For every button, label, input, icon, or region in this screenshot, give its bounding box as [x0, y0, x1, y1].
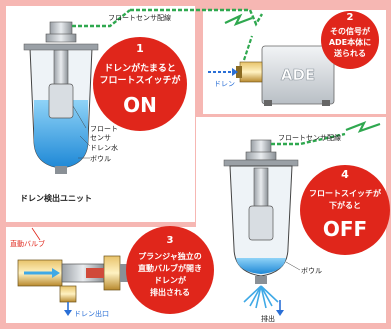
- step-3-line-3: ドレンが: [154, 275, 187, 285]
- step-3-line-2: 直動バルブが開き: [138, 263, 202, 273]
- step-3-badge: [126, 226, 214, 314]
- label-float-sensor-wiring-right: フロートセンサ配線: [278, 133, 341, 142]
- drain-outlet-arrow: [64, 310, 72, 316]
- label-discharge: 排出: [261, 314, 275, 323]
- step-4-badge: [300, 165, 390, 255]
- step-3-number: 3: [167, 235, 174, 246]
- step-3-line-1: プランジャ独立の: [138, 251, 202, 261]
- step-3-line-4: 排出される: [150, 287, 190, 297]
- label-sensor: センサ: [90, 134, 111, 142]
- step-4-big-text: OFF: [323, 217, 367, 241]
- left-unit-illustration: [23, 21, 99, 174]
- discharge-arrow: [276, 310, 284, 316]
- valve-illustration: [17, 255, 130, 303]
- label-drain: ドレン: [214, 80, 235, 88]
- drain-inflow-arrow: [232, 68, 238, 76]
- label-bowl-right: ボウル: [301, 267, 322, 275]
- step-4-line-1: フロートスイッチが: [309, 188, 382, 198]
- step-1-big-text: ON: [123, 93, 157, 117]
- step-4-number: 4: [341, 168, 349, 181]
- leader-line-bowl-right: [285, 261, 301, 271]
- label-drain-outlet: ドレン出口: [74, 309, 109, 318]
- step-4-line-2: 下がると: [329, 200, 361, 210]
- ade-unit: [236, 45, 335, 106]
- label-bowl-left: ボウル: [90, 155, 111, 163]
- wire-ade-drop: [242, 35, 254, 61]
- wire-right: [271, 132, 346, 146]
- step-1-line-1: ドレンがたまると: [104, 62, 176, 74]
- step-2-number: 2: [347, 12, 354, 23]
- label-unit-name: ドレン検出ユニット: [20, 193, 92, 203]
- label-float: フロート: [90, 125, 118, 133]
- label-drain-water: ドレン水: [90, 143, 118, 152]
- wire-left: [72, 9, 131, 28]
- label-float-sensor-wiring-top: フロートセンサ配線: [108, 13, 171, 22]
- step-2-line-1: その信号が: [330, 26, 371, 36]
- step-1-badge: [93, 37, 187, 131]
- leader-line-valve: [31, 227, 41, 241]
- wire-to-ade: [130, 8, 264, 27]
- step-2-badge: [321, 11, 379, 69]
- signal-bolt-top: [224, 13, 253, 27]
- label-solenoid-valve: 直動バルブ: [10, 239, 45, 248]
- label-ade: ADE: [281, 66, 315, 84]
- leader-lines-left: [72, 105, 91, 159]
- step-2-line-3: 送られる: [333, 48, 366, 58]
- right-unit-illustration: [223, 139, 299, 309]
- step-1-line-2: フロートスイッチが: [99, 74, 181, 86]
- step-2-line-2: ADE本体に: [329, 37, 371, 47]
- signal-bolt-right: [345, 120, 381, 133]
- step-1-number: 1: [136, 42, 144, 55]
- valve-flow-arrow: [52, 268, 60, 278]
